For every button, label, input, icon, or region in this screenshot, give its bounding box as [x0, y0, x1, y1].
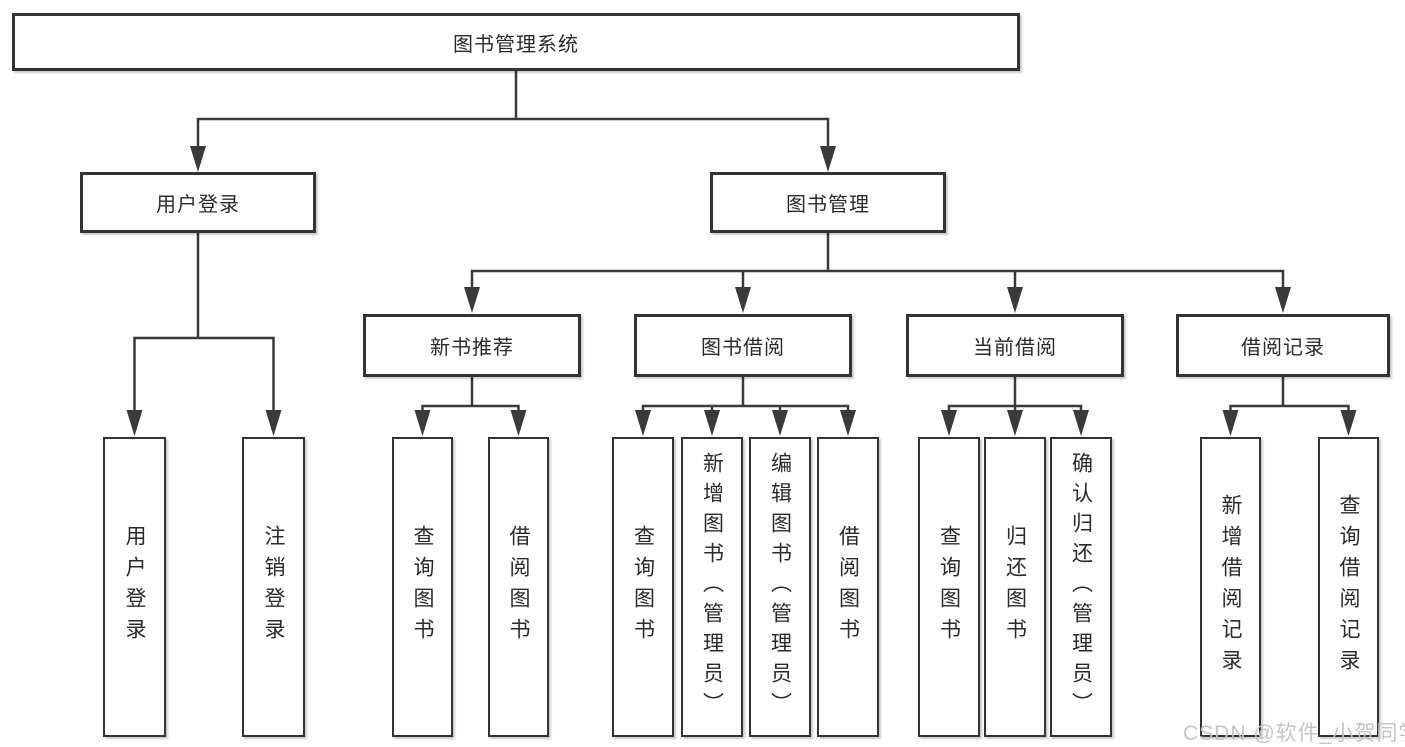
node-module-current-borrowing: 当前借阅	[906, 314, 1124, 377]
arrowhead-icon	[735, 287, 751, 313]
node-leaf-add-book-admin: 新增图书（管理员）	[681, 437, 743, 737]
node-leaf-confirm-return-admin: 确认归还（管理员）	[1050, 437, 1112, 737]
node-leaf-user-login: 用户登录	[103, 437, 166, 737]
node-label: 确认归还（管理员）	[1069, 452, 1093, 722]
node-label: 借阅记录	[1241, 337, 1325, 359]
edge-bookmgmt-to-modules	[470, 233, 1285, 293]
node-label: 编辑图书（管理员）	[768, 452, 792, 722]
arrowhead-icon	[1340, 410, 1357, 436]
node-label: 借阅图书	[507, 525, 530, 649]
arrowhead-icon	[941, 410, 957, 436]
node-label: 注销登录	[262, 525, 285, 649]
node-branch-user-login: 用户登录	[80, 172, 316, 233]
arrowhead-icon	[190, 146, 206, 172]
node-label: 归还图书	[1003, 525, 1027, 649]
arrowhead-icon	[820, 146, 836, 172]
node-label: 图书借阅	[701, 337, 785, 359]
node-leaf-query-books-recommend: 查询图书	[392, 437, 453, 737]
arrowhead-icon	[840, 410, 856, 436]
node-leaf-return-book: 归还图书	[984, 437, 1046, 737]
node-label: 新增图书（管理员）	[700, 452, 724, 722]
arrowhead-icon	[772, 410, 788, 436]
node-module-book-borrowing: 图书借阅	[634, 314, 852, 377]
node-leaf-borrow-books-recommend: 借阅图书	[488, 437, 549, 737]
arrowhead-icon	[1007, 287, 1023, 313]
node-leaf-logout: 注销登录	[242, 437, 305, 737]
node-leaf-add-borrow-record: 新增借阅记录	[1200, 437, 1261, 737]
node-label: 用户登录	[156, 194, 240, 216]
node-label: 新书推荐	[430, 337, 514, 359]
node-label: 新增借阅记录	[1219, 494, 1242, 680]
node-branch-book-management: 图书管理	[710, 172, 946, 233]
node-label: 查询图书	[631, 525, 655, 649]
arrowhead-icon	[635, 410, 651, 436]
node-leaf-borrow-books-borrowing: 借阅图书	[817, 437, 879, 737]
arrowhead-icon	[126, 410, 143, 436]
watermark: CSDN @软件_小贺同学	[1183, 722, 1405, 745]
node-label: 借阅图书	[836, 525, 860, 649]
node-leaf-query-books-current: 查询图书	[918, 437, 980, 737]
node-label: 图书管理系统	[453, 33, 579, 56]
edge-records-to-leaves	[1229, 377, 1350, 416]
node-label: 查询借阅记录	[1337, 494, 1360, 680]
node-label: 图书管理	[786, 194, 870, 216]
arrowhead-icon	[414, 410, 431, 436]
node-label: 当前借阅	[973, 337, 1057, 359]
arrowhead-icon	[1275, 287, 1291, 313]
edge-userlogin-to-leaves	[133, 233, 275, 414]
arrowheads	[126, 146, 1357, 436]
node-module-borrowing-records: 借阅记录	[1176, 314, 1390, 377]
edge-borrowing-to-leaves	[641, 377, 850, 416]
arrowhead-icon	[265, 410, 282, 436]
node-label: 用户登录	[123, 525, 146, 649]
arrowhead-icon	[464, 287, 480, 313]
arrowhead-icon	[1007, 410, 1023, 436]
node-label: 查询图书	[937, 525, 961, 649]
arrowhead-icon	[704, 410, 720, 436]
node-leaf-query-borrow-record: 查询借阅记录	[1318, 437, 1379, 737]
node-leaf-edit-book-admin: 编辑图书（管理员）	[749, 437, 811, 737]
arrowhead-icon	[1073, 410, 1089, 436]
node-root-system: 图书管理系统	[12, 13, 1020, 71]
node-leaf-query-books-borrowing: 查询图书	[612, 437, 674, 737]
arrowhead-icon	[510, 410, 527, 436]
node-label: 查询图书	[411, 525, 434, 649]
node-module-new-book-recommend: 新书推荐	[363, 314, 581, 377]
arrowhead-icon	[1222, 410, 1239, 436]
edge-recommend-to-leaves	[421, 377, 520, 416]
edge-root-to-branches	[196, 71, 830, 152]
